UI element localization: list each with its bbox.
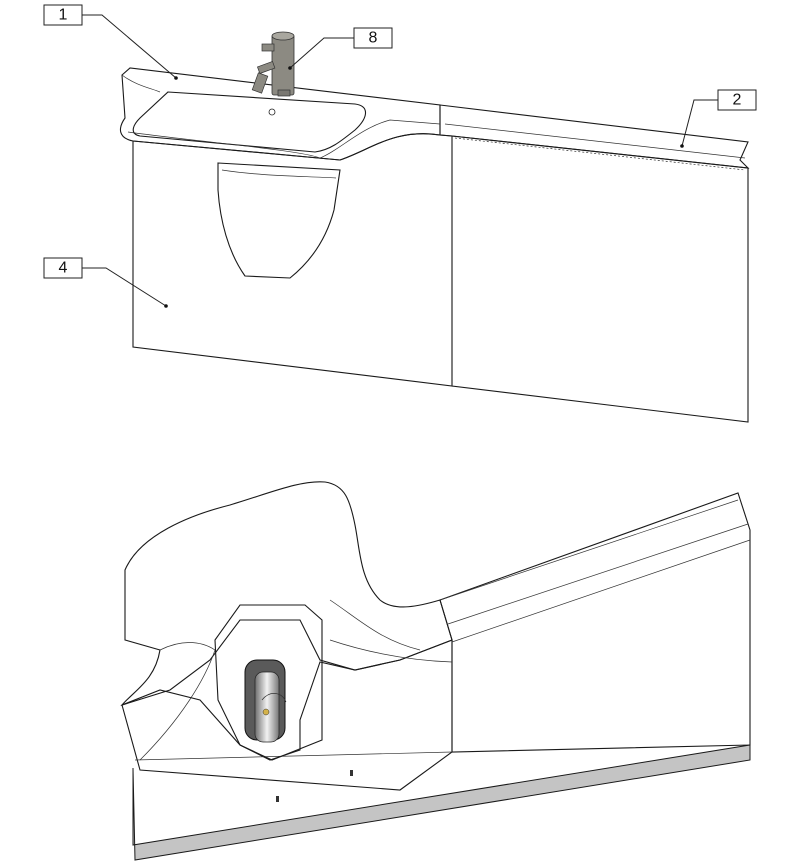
right-wall-panel <box>451 135 749 423</box>
fitting-icon <box>262 708 270 716</box>
callout-4: 4 <box>43 257 168 308</box>
basin-shell <box>120 481 453 707</box>
sink-basin <box>132 91 367 153</box>
callout-8-label: 8 <box>369 30 378 47</box>
under-basin-shroud <box>217 162 341 279</box>
front-assembly-view <box>119 31 750 423</box>
callout-4-label: 4 <box>59 260 68 277</box>
drain-housing <box>214 604 323 761</box>
rear-structure-view <box>120 481 751 861</box>
callout-8: 8 <box>288 27 393 70</box>
rear-left-panel <box>121 639 453 791</box>
countertop-right <box>439 104 750 169</box>
drain-icon <box>268 108 276 116</box>
left-wall-panel <box>132 133 453 387</box>
callout-1-label: 1 <box>59 7 68 24</box>
callout-1: 1 <box>43 4 178 80</box>
callout-2: 2 <box>680 89 757 148</box>
rear-right-panel <box>439 492 751 753</box>
faucet <box>251 31 295 97</box>
callout-2-label: 2 <box>733 92 742 109</box>
countertop-left <box>119 67 441 161</box>
